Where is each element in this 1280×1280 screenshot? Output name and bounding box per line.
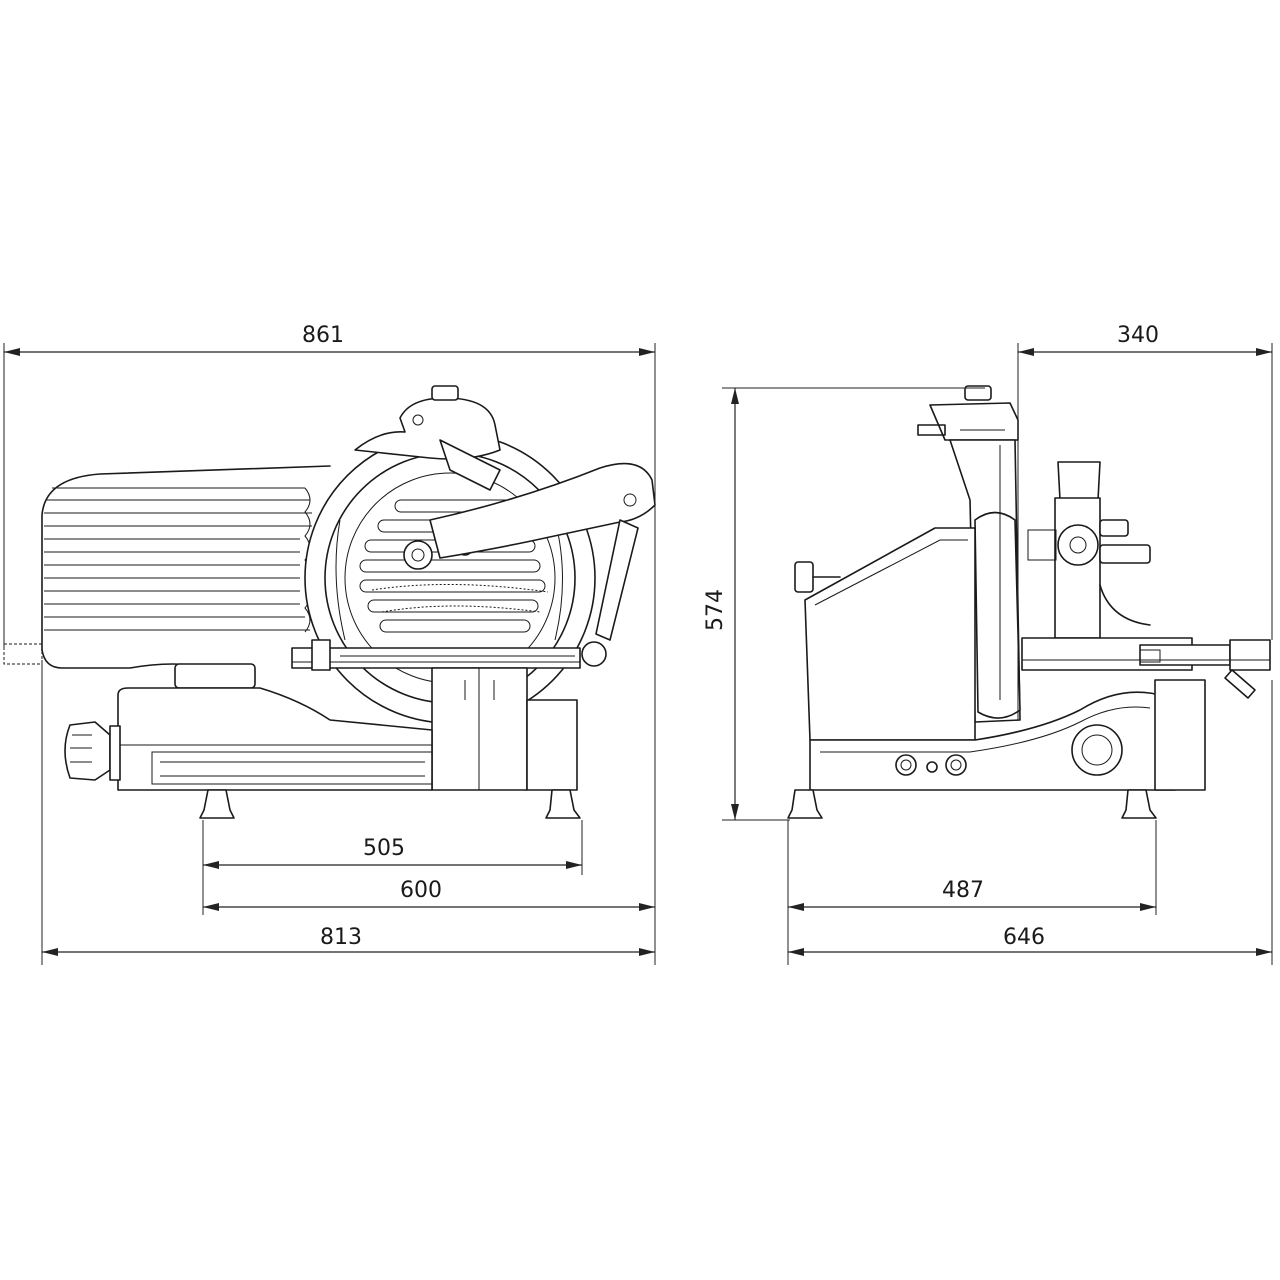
- dimension-813: 813: [42, 925, 655, 956]
- dimension-label-861: 861: [302, 323, 344, 348]
- dimension-340: 340: [1018, 323, 1272, 356]
- dimension-487: 487: [788, 878, 1156, 911]
- dimension-861: 861: [4, 323, 655, 356]
- dimension-574: 574: [703, 388, 739, 820]
- product-arm: [429, 462, 656, 559]
- base: [117, 663, 578, 791]
- side-view-slicer: [3, 385, 656, 819]
- motor-cooling-ribs: [44, 487, 312, 633]
- dimension-label-574: 574: [703, 589, 728, 631]
- dimension-label-505: 505: [363, 836, 405, 861]
- front-product-arm: [1027, 461, 1151, 639]
- front-base: [809, 679, 1206, 791]
- thickness-knob: [64, 721, 121, 781]
- dimension-label-813: 813: [320, 925, 362, 950]
- front-blade: [974, 511, 1021, 719]
- blade-slots: [359, 499, 549, 633]
- side-foot-left: [199, 789, 235, 819]
- side-foot-right: [545, 789, 581, 819]
- dimension-label-646: 646: [1003, 925, 1045, 950]
- dimension-646: 646: [788, 925, 1272, 956]
- carriage: [291, 639, 581, 791]
- top-sharpener: [354, 385, 501, 491]
- front-carriage: [1021, 637, 1271, 699]
- front-foot-left: [787, 789, 823, 819]
- dimension-label-487: 487: [942, 878, 984, 903]
- front-view-slicer: [787, 385, 1271, 819]
- dimension-label-600: 600: [400, 878, 442, 903]
- dimension-600: 600: [203, 878, 655, 911]
- front-foot-right: [1121, 789, 1157, 819]
- extension-lines: [3, 343, 1273, 965]
- dimension-label-340: 340: [1117, 323, 1159, 348]
- dimension-505: 505: [203, 836, 582, 869]
